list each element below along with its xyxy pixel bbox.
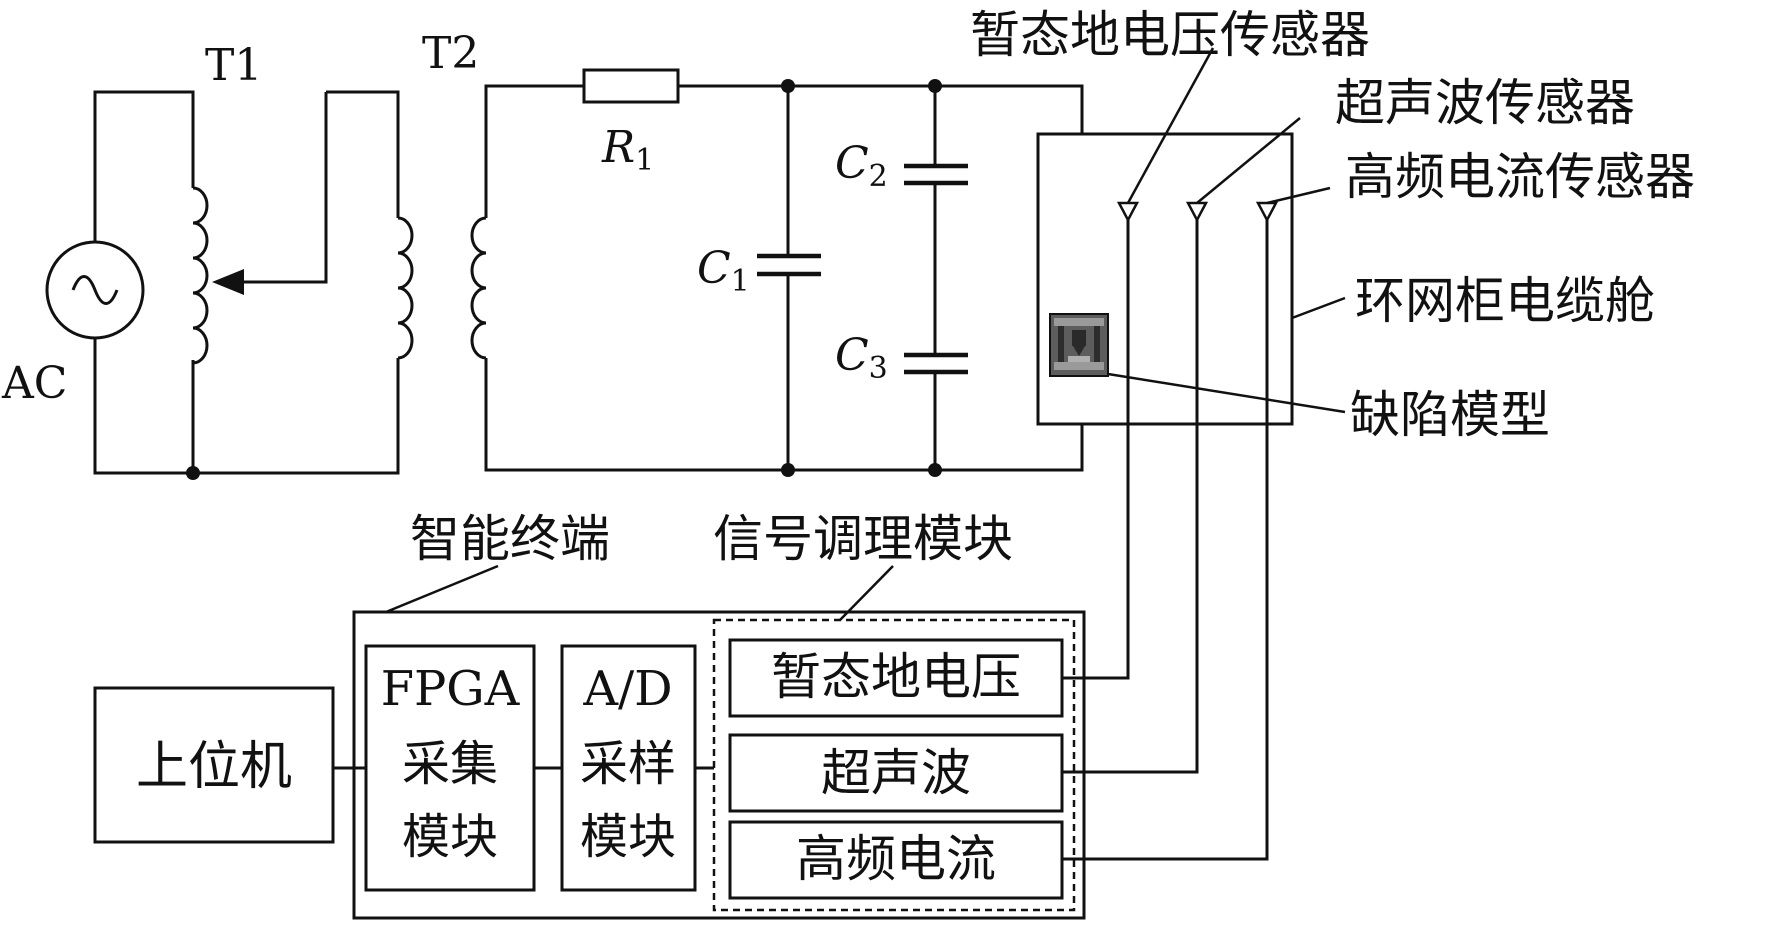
- hfct-sensor-leader: [1266, 186, 1331, 205]
- ultrasonic-sensor-leader: [1196, 117, 1301, 204]
- ultrasonic-channel-label: 超声波: [821, 744, 971, 802]
- defect-model-label: 缺陷模型: [1350, 386, 1550, 444]
- hv-top-wire-2: [678, 84, 1084, 134]
- hfct-signal-cable: [1062, 220, 1269, 861]
- t2-label: T2: [422, 28, 479, 79]
- host-computer-label: 上位机: [136, 737, 292, 797]
- ac-source: [45, 240, 145, 340]
- c2-c3-capacitor-stack: [904, 86, 968, 470]
- fpga-line-3: 模块: [402, 809, 498, 865]
- t2-primary-return-wire: [193, 358, 400, 475]
- fpga-line-1: FPGA: [381, 661, 521, 717]
- hfct-channel-box: [728, 820, 1064, 900]
- t1-tap-wire: [240, 92, 328, 284]
- smart-terminal-box: [352, 610, 1086, 920]
- junction-dot: [781, 79, 795, 93]
- fpga-line-2: 采集: [402, 736, 498, 792]
- cable-compartment-box: [1036, 132, 1294, 426]
- t2-secondary-coil: [470, 216, 487, 360]
- r1-label: R1: [601, 122, 654, 178]
- ac-sine-icon: [71, 275, 119, 305]
- hfct-sensor-label: 高频电流传感器: [1345, 148, 1695, 206]
- source-loop-wire: [93, 90, 195, 242]
- c3-label: C3: [835, 330, 888, 386]
- t1-autotransformer-coil: [192, 186, 209, 365]
- cable-compartment-label: 环网柜电缆舱: [1355, 272, 1655, 330]
- tev-channel-label: 暂态地电压: [771, 648, 1021, 706]
- c1-capacitor: [757, 86, 821, 470]
- signal-conditioning-box: [712, 618, 1076, 912]
- ultrasonic-channel-box: [728, 733, 1064, 813]
- smart-terminal-leader: [385, 564, 499, 614]
- tev-sensor-icon: [1116, 201, 1140, 223]
- ultrasonic-sensor-label: 超声波传感器: [1335, 74, 1635, 132]
- ultrasonic-signal-cable: [1062, 220, 1199, 774]
- defect-model-icon: [1049, 313, 1109, 377]
- r1-resistor: [582, 68, 680, 104]
- smart-terminal-label: 智能终端: [410, 510, 610, 568]
- junction-dot: [928, 463, 942, 477]
- ground-return-wire: [484, 358, 1084, 472]
- ultrasonic-sensor-icon: [1185, 201, 1209, 223]
- source-loop-return-wire: [93, 338, 195, 475]
- signal-conditioning-label: 信号调理模块: [713, 510, 1013, 568]
- t2-primary-coil: [397, 216, 414, 360]
- host-computer-box: [93, 686, 335, 844]
- t1-label: T1: [205, 40, 262, 91]
- tev-sensor-label: 暂态地电压传感器: [970, 6, 1370, 64]
- tev-signal-cable: [1062, 220, 1130, 680]
- ac-label: AC: [1, 358, 67, 409]
- junction-dot: [928, 79, 942, 93]
- junction-dot: [781, 463, 795, 477]
- c2-label: C2: [835, 138, 888, 194]
- junction-dot-t1: [186, 466, 200, 480]
- hfct-channel-label: 高频电流: [796, 830, 996, 888]
- hv-top-wire: [484, 84, 584, 218]
- tev-channel-box: [728, 638, 1064, 718]
- adc-line-2: 采样: [580, 736, 676, 792]
- t1-secondary-wire: [326, 90, 400, 218]
- adc-line-1: A/D: [582, 661, 672, 717]
- c1-label: C1: [697, 243, 750, 299]
- tev-sensor-leader: [1126, 47, 1215, 204]
- cable-compartment-leader: [1291, 296, 1346, 320]
- adc-line-3: 模块: [580, 809, 676, 865]
- defect-model-leader: [1107, 372, 1346, 414]
- hfct-sensor-icon: [1255, 201, 1279, 223]
- t1-tap-arrow: [212, 269, 244, 295]
